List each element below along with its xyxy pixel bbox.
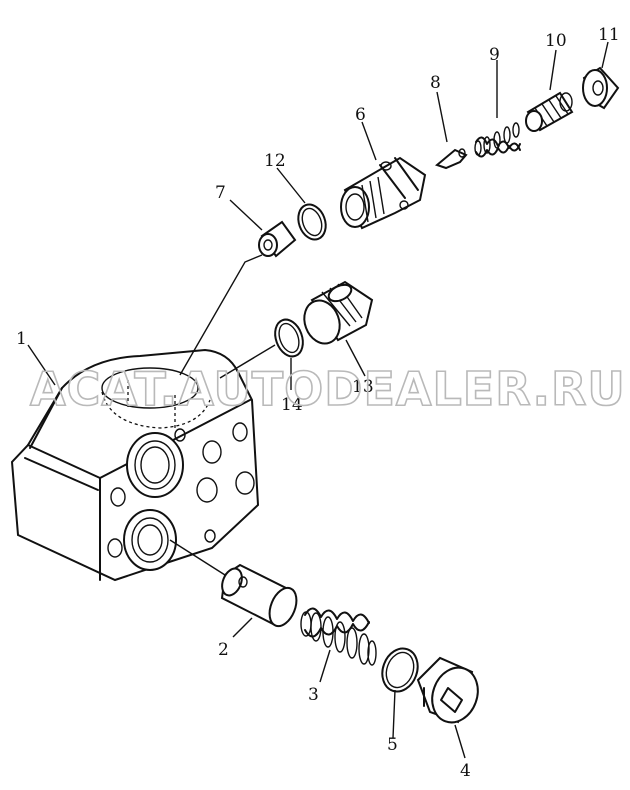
callout-2: 2 <box>218 640 229 660</box>
callout-5: 5 <box>387 735 398 755</box>
callout-12: 12 <box>264 151 286 171</box>
spring-small <box>474 122 521 158</box>
leader-lines <box>27 41 609 759</box>
o-ring-14 <box>274 318 304 358</box>
callout-4: 4 <box>460 761 471 781</box>
o-ring-12 <box>297 203 327 241</box>
fitting <box>340 156 427 230</box>
callout-8: 8 <box>430 73 441 93</box>
callout-7: 7 <box>215 183 226 203</box>
callout-1: 1 <box>16 329 27 349</box>
callout-14: 14 <box>281 395 303 415</box>
callout-10: 10 <box>545 31 567 51</box>
cap-nut <box>582 66 620 110</box>
watermark: ACAT.AUTODEALER.RU <box>30 362 626 416</box>
adjusting-screw <box>525 91 574 132</box>
o-ring-lower <box>381 647 419 693</box>
callout-labels: 1 2 3 4 5 6 7 8 9 10 11 12 13 14 <box>16 25 620 781</box>
poppet <box>434 148 468 170</box>
valve-body <box>10 348 260 582</box>
callout-13: 13 <box>352 377 374 397</box>
callout-9: 9 <box>489 45 500 65</box>
bushing <box>258 220 297 258</box>
callout-3: 3 <box>308 685 319 705</box>
callout-11: 11 <box>598 25 620 45</box>
spool <box>220 563 298 628</box>
callout-6: 6 <box>355 105 366 125</box>
plug-upper <box>303 280 374 345</box>
plug-lower <box>416 656 479 724</box>
spring-large <box>300 607 377 666</box>
